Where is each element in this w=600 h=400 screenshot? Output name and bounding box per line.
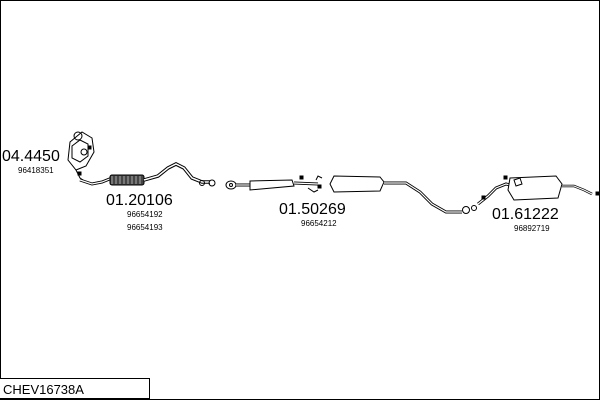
oem-number-label: 96654193	[127, 223, 163, 232]
center-pipe-drawing	[225, 175, 323, 193]
oem-number-label: 96654212	[301, 219, 337, 228]
catalytic-converter-drawing	[67, 131, 95, 183]
oem-number-label: 96892719	[514, 224, 550, 233]
part-number-label: 01.61222	[492, 206, 559, 223]
part-number-label: 01.50269	[279, 201, 346, 218]
rear-muffler-drawing	[329, 175, 600, 214]
front-pipe-drawing	[79, 162, 216, 187]
diagram-title: CHEV16738A	[3, 382, 84, 397]
oem-number-label: 96654192	[127, 210, 163, 219]
oem-number-label: 96418351	[18, 166, 54, 175]
part-number-label: 01.20106	[106, 192, 173, 209]
part-number-label: 04.4450	[2, 148, 60, 165]
diagram-title-box: CHEV16738A	[0, 378, 150, 399]
